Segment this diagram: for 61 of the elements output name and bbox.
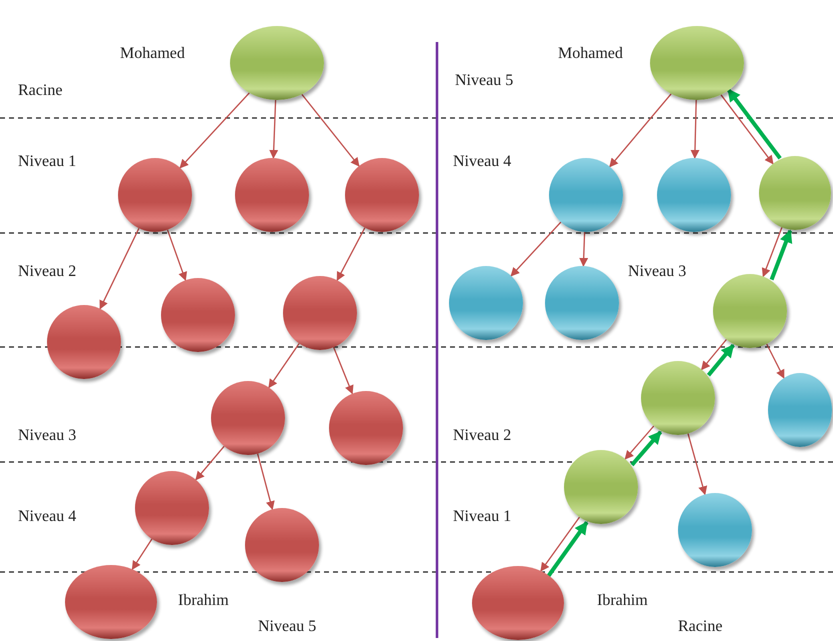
level-label: Racine — [678, 618, 722, 636]
circle-node — [768, 373, 832, 447]
arrow — [510, 222, 562, 277]
circle-node — [211, 381, 285, 455]
node-name: Ibrahim — [597, 592, 648, 610]
arrow — [762, 227, 782, 278]
level-label: Niveau 3 — [18, 427, 76, 445]
arrow — [720, 94, 774, 165]
arrow — [766, 344, 784, 379]
arrow — [268, 343, 300, 388]
node-name: Mohamed — [120, 45, 185, 63]
arrow — [706, 344, 735, 376]
arrow — [701, 339, 727, 370]
node-name: Mohamed — [558, 45, 623, 63]
arrow — [609, 93, 672, 168]
circle-node — [759, 156, 831, 230]
arrow — [256, 454, 275, 510]
circle-node — [283, 276, 357, 350]
arrow — [630, 430, 662, 466]
circle-node — [245, 508, 319, 582]
level-label: Niveau 3 — [628, 263, 686, 281]
circle-node — [47, 305, 121, 379]
circle-node — [564, 450, 638, 524]
arrow — [100, 228, 140, 310]
arrow — [546, 521, 588, 578]
arrow — [132, 538, 152, 570]
level-label: Niveau 1 — [18, 153, 76, 171]
arrow — [540, 516, 580, 572]
arrow — [579, 232, 588, 267]
circle-node — [345, 158, 419, 232]
arrow — [726, 88, 782, 160]
arrow — [180, 92, 250, 168]
circle-node — [549, 158, 623, 232]
circle-node — [713, 274, 787, 348]
arrow — [269, 100, 278, 159]
arrow — [195, 446, 225, 480]
arrow — [336, 228, 366, 281]
circle-node — [472, 566, 564, 640]
arrow — [624, 426, 654, 460]
level-label: Niveau 2 — [453, 427, 512, 445]
arrow — [166, 230, 188, 282]
level-label: Niveau 4 — [453, 153, 512, 171]
circle-node — [641, 361, 715, 435]
circle-node — [449, 266, 523, 340]
level-label: Niveau 1 — [453, 508, 512, 526]
level-label: Niveau 5 — [455, 72, 514, 90]
circle-node — [161, 278, 235, 352]
node-name: Ibrahim — [178, 592, 229, 610]
level-label: Niveau 4 — [18, 508, 76, 526]
circle-node — [118, 158, 192, 232]
circle-node — [329, 391, 403, 465]
arrow — [333, 347, 354, 394]
circle-node — [135, 471, 209, 545]
level-label: Niveau 2 — [18, 263, 76, 281]
level-label: Racine — [18, 82, 62, 100]
arrow — [690, 100, 700, 159]
arrow — [687, 433, 708, 496]
level-label: Niveau 5 — [258, 618, 316, 636]
arrow — [770, 229, 792, 280]
circle-node — [65, 565, 157, 639]
arrow — [301, 94, 360, 167]
